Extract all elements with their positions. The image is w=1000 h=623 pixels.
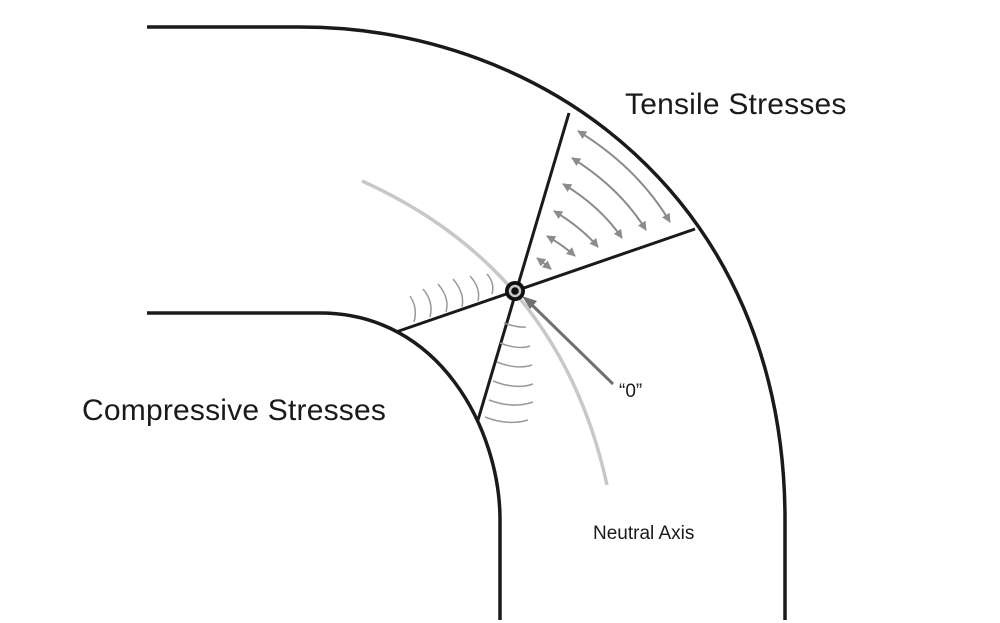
compression-arc [503,322,527,328]
compression-arc [422,288,432,318]
zero-leader-line [529,302,615,386]
compression-arc [437,283,448,313]
neutral-point-dot [505,281,525,301]
neutral-axis-curve [361,179,609,486]
section-line-lower [395,227,696,334]
neutral-axis-label: Neutral Axis [593,523,695,544]
section-line-upper [476,112,571,421]
tensile-arrow [571,157,647,231]
tensile-stresses-label: Tensile Stresses [625,88,847,121]
compression-arc [488,399,534,406]
compressive-stress-arcs [409,273,534,424]
tensile-arrow [562,183,623,239]
compression-arc [409,295,417,323]
compression-arc [452,278,464,308]
zero-leader-arrowhead [522,296,537,309]
tensile-arrow [536,257,552,270]
compression-arc [496,361,533,368]
tensile-stress-arrows [536,130,671,270]
compression-arc [492,380,534,388]
compressive-stresses-label: Compressive Stresses [82,394,387,427]
compression-arc [484,416,529,424]
inner-edge [147,311,502,620]
tensile-arrow [553,210,599,248]
tensile-arrow [546,235,576,257]
compression-arc [499,342,531,349]
neutral-point-highlight [508,284,522,298]
compression-arc [469,275,480,302]
zero-stress-label: “0” [619,381,643,402]
compression-arc [486,273,494,295]
